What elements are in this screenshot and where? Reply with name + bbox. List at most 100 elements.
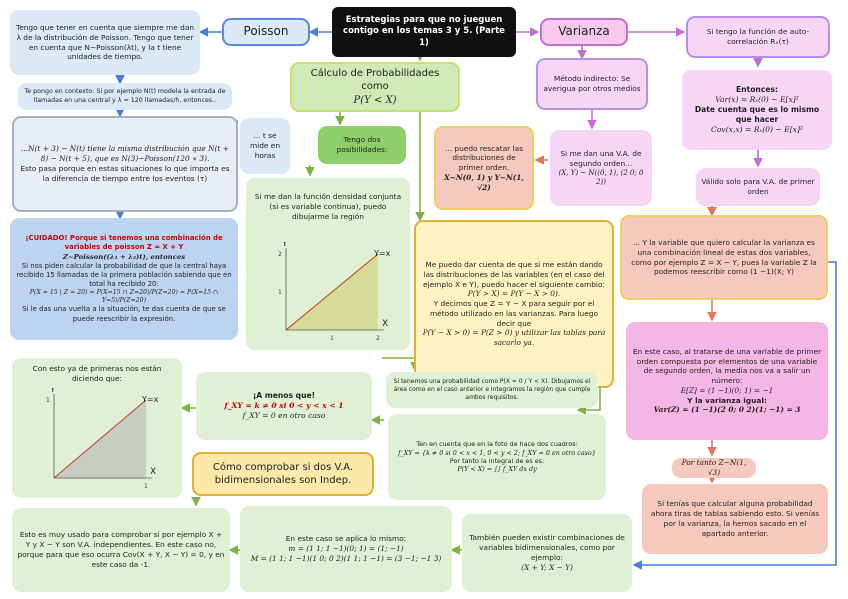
second-order-formula: (X, Y) ~ N((0, 1), (2 0; 0 2)) — [558, 168, 644, 186]
prob-title-formula: P(Y < X) — [353, 94, 397, 106]
combinations-text: También pueden existir combinaciones de … — [469, 533, 625, 562]
independence-box: Cómo comprobar si dos V.A. bidimensional… — [192, 452, 374, 496]
change-variable-formula-2: P(Y − X > 0) = P(Z > 0) y utilizar las t… — [422, 328, 606, 348]
caution-box: ¡CUIDADO! Porque si tenemos una combinac… — [10, 218, 238, 340]
already-text: Con esto ya de primeras nos están dicien… — [32, 364, 162, 383]
caution-title: ¡CUIDADO! Porque si tenemos una combinac… — [25, 234, 223, 252]
density-region-box: Si me dan la función densidad conjunta (… — [246, 178, 410, 350]
autocorrelation-text: Si tengo la función de auto-correlación … — [706, 27, 810, 46]
series-label: Y=x — [141, 395, 159, 404]
unless-title: ¡A menos que! — [252, 390, 316, 400]
caution-question: Si nos piden calcular la probabilidad de… — [16, 261, 232, 288]
change-variable-text: Me puedo dar cuenta de que si me están d… — [423, 260, 605, 289]
density-note-formula-2: P(Y < X) = ∫∫ f_XY dx dy — [457, 465, 537, 474]
y-axis-label: Y — [49, 388, 56, 395]
density-note-box: Ten en cuenta que en la foto de hace dos… — [388, 414, 606, 500]
covariance-box: Esto es muy usado para comprobar si por … — [12, 508, 230, 592]
y-tick-label: 1 — [278, 289, 282, 296]
y-tick-label: 2 — [278, 251, 282, 258]
caution-rewrite: Si le das una vuelta a la situación, te … — [22, 305, 226, 323]
unless-formula-2: f_XY = 0 en otro caso — [242, 411, 326, 420]
vector-var-title: Y la varianza igual: — [687, 395, 767, 405]
indirect-method-text: Método indirecto: Se averigua por otros … — [543, 74, 641, 93]
prob-title-box: Cálculo de Probabilidades como P(Y < X) — [290, 62, 460, 112]
poisson-increments-formula: ...N(t + 3) − N(t) tiene la misma distri… — [21, 144, 229, 164]
unless-formula-1: f_XY = k ≠ 0 si 0 < y < x < 1 — [224, 400, 344, 410]
first-order-only-box: Válido solo para V.A. de primer orden — [696, 168, 820, 206]
variance-formula-2: Cov(x,x) = Rₓ(0) − E[x]² — [711, 125, 803, 135]
first-order-rescue-text: ... puedo rescatar las distribuciones de… — [445, 143, 523, 173]
same-case-text: En este caso se aplica lo mismo: — [285, 534, 407, 544]
poisson-increments-box: ...N(t + 3) − N(t) tiene la misma distri… — [12, 116, 238, 212]
x-axis-label: X — [382, 319, 388, 329]
x-tick-label: 1 — [144, 483, 148, 490]
result-box: Por tanto Z~N(1, √3) — [672, 458, 756, 478]
already-box: Con esto ya de primeras nos están dicien… — [12, 358, 182, 498]
first-order-rescue-box: ... puedo rescatar las distribuciones de… — [434, 126, 534, 210]
x-tick-label: 1 — [330, 335, 334, 342]
title-line-2: contigo en los temas 3 y 5. (Parte 1) — [343, 26, 505, 48]
poisson-lambda-box: Tengo que tener en cuenta que siempre me… — [10, 10, 200, 75]
poisson-increments-note: Esto pasa porque en estas situaciones lo… — [20, 164, 230, 183]
variance-formula-box: Entonces: Var(x) = Rₓ(0) − E[x]² Date cu… — [682, 70, 832, 150]
poisson-label-text: Poisson — [243, 24, 289, 39]
poisson-context-text: Te pongo en contexto: Si por ejemplo N(t… — [24, 88, 226, 104]
variance-same-note: Date cuenta que es lo mismo que hacer — [694, 104, 820, 124]
density-note-text: Ten en cuenta que en la foto de hace dos… — [416, 440, 578, 449]
caution-sum-dist: Z~Poisson((λ₁ + λ₂)t), entonces — [62, 252, 186, 261]
y-tick-label: 1 — [46, 397, 50, 404]
second-order-text: Si me dan una V.A. de segundo orden... — [560, 149, 642, 168]
linear-combination-text: ... Y la variable que quiero calcular la… — [631, 237, 817, 277]
combinations-box: También pueden existir combinaciones de … — [462, 514, 632, 592]
result-text: Por tanto Z~N(1, √3) — [681, 458, 747, 477]
same-case-matrix: M = (1 1; 1 −1)(1 0; 0 2)(1 1; 1 −1) = (… — [250, 553, 442, 563]
two-possibilities-text: Tengo dos posibilidades: — [336, 135, 388, 154]
varianza-label-text: Varianza — [558, 24, 610, 39]
prob-title-text: Cálculo de Probabilidades como — [310, 68, 440, 93]
density-note-mid: Por tanto la integral de es es: — [449, 457, 545, 465]
main-title: Estrategias para que no jueguen contigo … — [332, 7, 516, 57]
varianza-label: Varianza — [540, 18, 628, 46]
density-region-text: Si me dan la función densidad conjunta (… — [254, 192, 402, 221]
probability-tables-box: Si tenías que calcular alguna probabilid… — [642, 484, 828, 554]
vector-mean: E[Z] = (1 −1)(0; 1) = −1 — [680, 385, 774, 395]
poisson-context-box: Te pongo en contexto: Si por ejemplo N(t… — [18, 83, 232, 110]
y-axis-label: Y — [281, 242, 288, 249]
unless-box: ¡A menos que! f_XY = k ≠ 0 si 0 < y < x … — [196, 372, 372, 440]
change-variable-mid: Y decimos que Z = Y − X para seguir por … — [429, 299, 599, 328]
covariance-text: Esto es muy usado para comprobar si por … — [17, 530, 225, 569]
poisson-lambda-text: Tengo que tener en cuenta que siempre me… — [15, 22, 195, 62]
change-variable-box: Me puedo dar cuenta de que si me están d… — [414, 220, 614, 388]
x-axis-label: X — [150, 467, 156, 477]
linear-combination-box: ... Y la variable que quiero calcular la… — [620, 215, 828, 300]
conditional-prob-box: Si tenemos una probabilidad como P(X = 0… — [386, 372, 598, 408]
first-order-rescue-formula: X~N(0, 1) y Y~N(1, √2) — [444, 172, 524, 192]
second-order-box: Si me dan una V.A. de segundo orden... (… — [550, 130, 652, 206]
variance-entonces: Entonces: — [735, 84, 779, 94]
same-case-mean: m = (1 1; 1 −1)(0; 1) = (1; −1) — [288, 544, 404, 554]
first-order-only-text: Válido solo para V.A. de primer orden — [701, 177, 815, 196]
vector-var: Var(Z) = (1 −1)(2 0; 0 2)(1; −1) = 3 — [653, 405, 801, 415]
two-possibilities-box: Tengo dos posibilidades: — [318, 126, 406, 164]
probability-tables-text: Si tenías que calcular alguna probabilid… — [650, 499, 820, 538]
conditional-prob-text: Si tenemos una probabilidad como P(X = 0… — [393, 378, 591, 401]
series-line — [285, 253, 379, 331]
vector-case-text: En este caso, al tratarse de una variabl… — [632, 346, 822, 386]
hours-box: ... t se mide en horas — [240, 118, 290, 174]
autocorrelation-box: Si tengo la función de auto-correlación … — [686, 16, 830, 58]
x-tick-label: 2 — [376, 335, 380, 342]
vector-case-box: En este caso, al tratarse de una variabl… — [626, 322, 828, 440]
change-variable-formula-1: P(Y > X) = P(Y − X > 0). — [467, 289, 561, 299]
title-line-1: Estrategias para que no jueguen — [345, 15, 503, 26]
independence-text: Cómo comprobar si dos V.A. bidimensional… — [212, 461, 354, 486]
indirect-method-box: Método indirecto: Se averigua por otros … — [536, 58, 648, 110]
series-line — [53, 399, 147, 479]
hours-text: ... t se mide en horas — [249, 131, 281, 160]
density-note-formula-1: f_XY = {k ≠ 0 si 0 < x < 1, 0 < y < 2; f… — [398, 448, 596, 457]
same-case-box: En este caso se aplica lo mismo: m = (1 … — [240, 506, 452, 592]
poisson-label: Poisson — [222, 18, 310, 46]
